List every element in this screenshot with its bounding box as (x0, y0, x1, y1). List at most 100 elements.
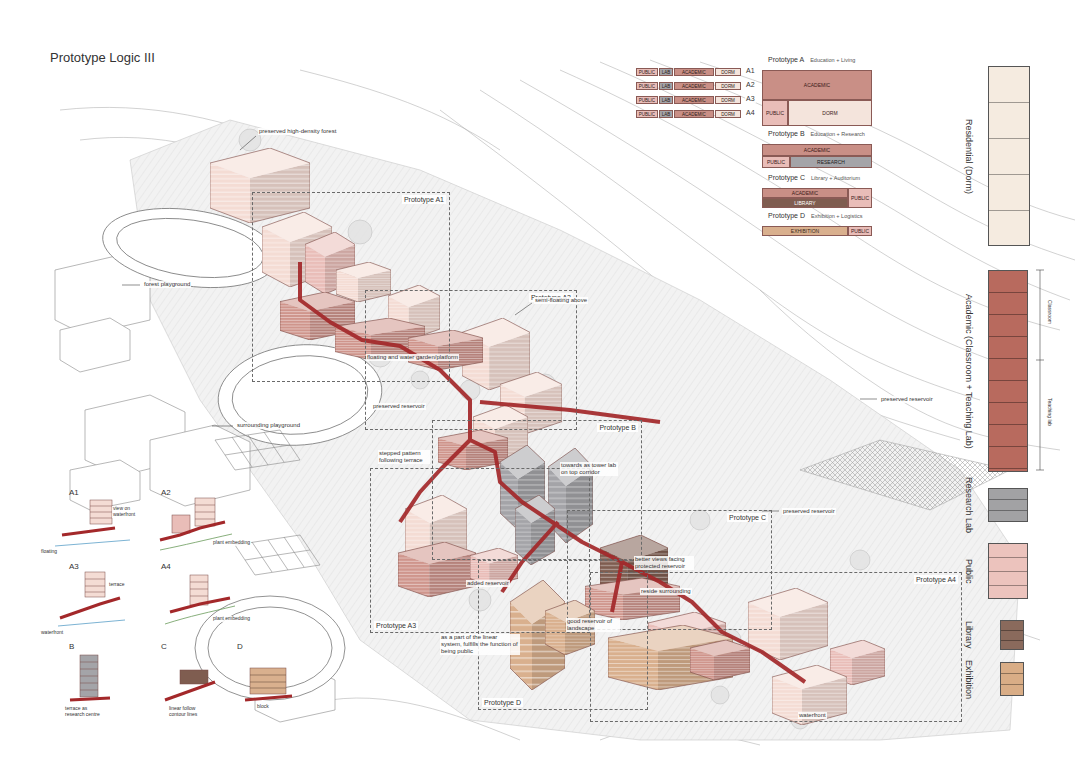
illustration-use (398, 542, 476, 597)
illustration-path (245, 696, 292, 700)
legend-header: Prototype A Education + Living (768, 56, 855, 68)
bar-label: PUBLIC (851, 228, 869, 234)
region-label: Prototype A3 (374, 621, 418, 630)
illustration-circle (690, 510, 710, 530)
legend-subtitle: Education + Living (810, 57, 855, 63)
prototype-legend: Prototype CLibrary + AuditoriumACADEMICL… (762, 174, 872, 208)
callout-note: terrace as research centre (64, 706, 106, 718)
callout-note: stepped pattern following terrace (378, 450, 430, 464)
illustration-ellipse (195, 596, 345, 700)
bar-segment-label: PUBLIC (636, 96, 658, 104)
program-category: Research Lab (940, 488, 1032, 522)
illustration-circle (348, 220, 372, 244)
illustration-polygon (130, 120, 1020, 740)
bar-segment-label: ACADEMIC (674, 96, 714, 104)
illustration-path (190, 582, 208, 596)
bar-label: ACADEMIC (804, 82, 830, 88)
illustration-use (772, 665, 847, 725)
legend-subtitle: Exhibition + Logistics (811, 213, 863, 219)
illustration-rect (172, 515, 190, 533)
bar-label: ACADEMIC (792, 190, 818, 196)
illustration-rect (250, 668, 286, 694)
illustration-g (60, 60, 1075, 745)
callout-note: floating (40, 549, 58, 555)
legend-heading: Prototype A (768, 56, 804, 63)
illustration-path (55, 540, 130, 546)
callout-note: A4 (745, 109, 756, 117)
program-bar: PUBLIC (762, 100, 788, 126)
illustration-line (515, 303, 532, 315)
legend-header: Prototype BEducation + Research (768, 130, 865, 142)
callout-note: A3 (745, 95, 756, 103)
region-label: Prototype B (597, 423, 638, 432)
sketch-title: D (236, 642, 244, 651)
illustration-rect (190, 575, 208, 605)
callout-note: semi-floating above (534, 297, 588, 304)
illustration-rect (85, 572, 105, 597)
category-label: Residential (Dorm) (964, 119, 974, 194)
illustration-line (240, 136, 256, 150)
bar-label: EXHIBITION (791, 228, 819, 234)
bar-label: DORM (822, 110, 837, 116)
callout-note: good reservoir of landscape (566, 618, 620, 632)
bar-label: LIBRARY (794, 200, 815, 206)
callout-note: preserved reservoir (782, 508, 836, 515)
bar-label: RESEARCH (817, 159, 845, 165)
illustration-path (80, 662, 98, 690)
illustration-line (1036, 270, 1044, 271)
callout-note: plant embedding (212, 616, 251, 622)
callout-note: block (256, 704, 270, 710)
callout-note: plant embedding (212, 540, 251, 546)
bar-segment-label: ACADEMIC (674, 68, 714, 76)
category-label: Exhibition (964, 660, 974, 699)
illustration-rect (80, 655, 98, 697)
legend-heading: Prototype D (768, 212, 805, 219)
prototype-region: Prototype C (567, 510, 772, 630)
illustration-path (215, 430, 300, 470)
program-bar: PUBLIC (848, 226, 872, 236)
callout-note: floating and water garden/platform (366, 354, 459, 361)
program-bar: PUBLIC (848, 188, 872, 208)
illustration-g (215, 430, 320, 575)
illustration-path (160, 522, 225, 540)
illustration-path (250, 675, 286, 688)
legend-header: Prototype D Exhibition + Logistics (768, 212, 862, 224)
illustration-polyline (300, 262, 805, 682)
illustration-polygon (60, 318, 130, 372)
program-bar: ACADEMIC (762, 70, 872, 100)
bar-segment-label: ACADEMIC (674, 110, 714, 118)
illustration-polyline (612, 562, 622, 612)
program-category: Residential (Dorm) (940, 66, 1032, 246)
bar-segment-label: PUBLIC (636, 110, 658, 118)
callout-note: A2 (745, 81, 756, 89)
illustration-rect (90, 500, 112, 524)
illustration-g (55, 534, 235, 626)
bar-segment-label: LAB (659, 96, 673, 104)
illustration-line (122, 285, 140, 286)
program-bar: RESEARCH (790, 156, 872, 168)
illustration-line (1036, 360, 1044, 361)
illustration-line (1036, 470, 1044, 471)
illustration-line (860, 399, 877, 400)
callout-note: view on waterfront (112, 506, 148, 518)
legend-heading: Prototype B (768, 130, 805, 137)
illustration-path (62, 528, 115, 535)
illustration-circle (711, 686, 729, 704)
bar-segment-label: DORM (715, 82, 741, 90)
illustration-g (60, 522, 292, 700)
illustration-path (195, 505, 215, 519)
bar-label: PUBLIC (766, 110, 784, 116)
prototype-legend: Prototype BEducation + ResearchACADEMICP… (762, 130, 872, 168)
diagram-title: Prototype Logic III (50, 50, 155, 65)
program-block (988, 488, 1028, 522)
sketch-title: A4 (160, 562, 172, 571)
callout-note: preserved reservoir (880, 396, 934, 403)
sketch-title: A1 (68, 488, 80, 497)
callout-note: A1 (745, 67, 756, 75)
illustration-circle (469, 589, 491, 611)
illustration-g (122, 136, 1044, 511)
illustration-line (212, 426, 233, 427)
bar-segment-label: LAB (659, 82, 673, 90)
callout-note: preserved high-density forest (258, 128, 337, 135)
illustration-path (300, 70, 500, 150)
